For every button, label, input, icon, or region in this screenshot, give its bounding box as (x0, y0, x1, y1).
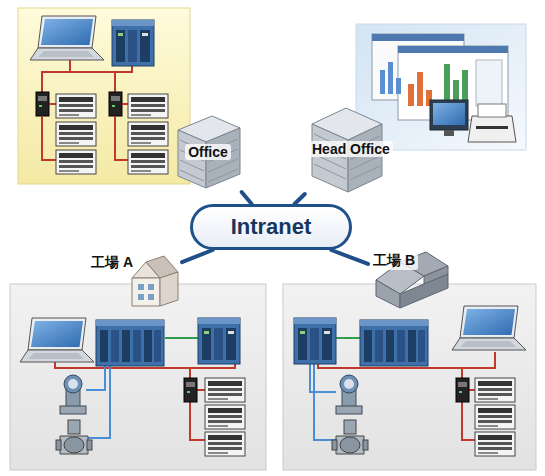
network-link (295, 194, 305, 204)
site-label: 工場 A (88, 254, 136, 272)
office-building (178, 116, 240, 188)
site-label: Head Office (309, 141, 393, 157)
factory-b-equipment (294, 306, 526, 456)
network-link (331, 250, 368, 264)
site-label: Office (185, 144, 231, 160)
factory-b-node: 工場 B (368, 250, 452, 310)
site-label: 工場 B (370, 252, 418, 270)
intranet-cloud: Intranet (190, 204, 352, 250)
head-office-equipment (372, 34, 516, 142)
network-label: Intranet (231, 214, 312, 240)
network-link (182, 250, 213, 262)
network-link (242, 192, 252, 204)
office-node: Office (172, 112, 244, 192)
factory-a-node: 工場 A (86, 252, 182, 310)
factory-a-building (132, 256, 178, 306)
factory-a-panel (10, 284, 266, 470)
office-panel (18, 8, 190, 184)
office-equipment (30, 16, 168, 174)
factory-b-panel (283, 284, 536, 470)
head-office-node: Head Office (302, 104, 400, 194)
factory-a-equipment (20, 318, 245, 456)
